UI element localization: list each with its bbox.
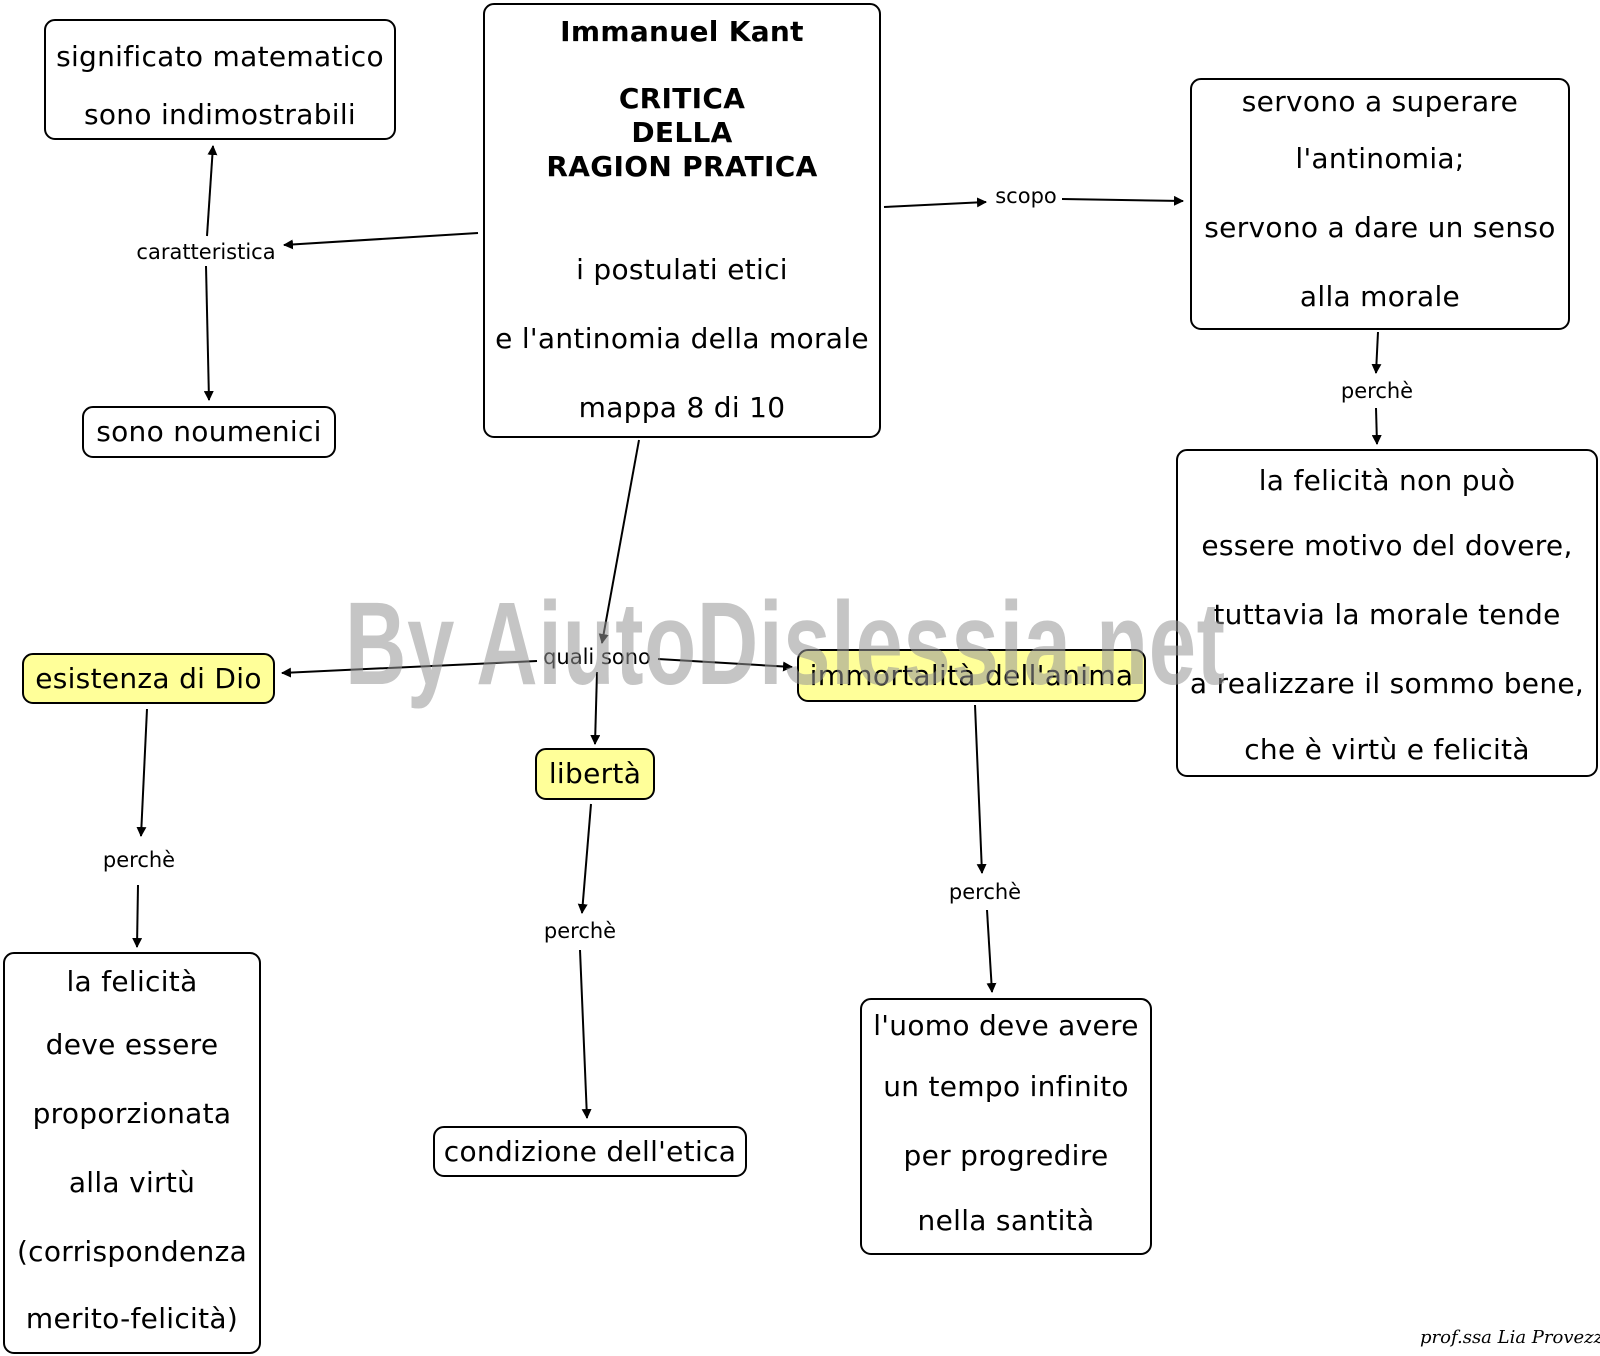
happiness-line-4: a realizzare il sommo bene, [1189,667,1585,700]
link-label-scopo: scopo [991,184,1061,208]
edge-center-scopo [883,197,987,208]
node-freedom: libertà [535,748,655,800]
god-reason-line-2: deve essere [45,1028,219,1061]
edge-scopo-purpose [1061,195,1184,206]
edge-perche-immortalityreason [986,909,997,993]
god-reason-line-4: alla virtù [68,1166,196,1199]
purpose-line-3: servono a dare un senso [1204,211,1556,244]
center-title: Immanuel Kant [560,15,804,48]
god-reason-line-1: la felicità [66,965,198,998]
edge-qualisono-freedom [590,671,601,745]
edge-perche-freedomreason [579,949,592,1119]
purpose-line-4: alla morale [1299,280,1461,313]
god-reason-line-5: (corrispondenza [16,1235,248,1268]
happiness-line-2: essere motivo del dovere, [1201,529,1573,562]
immortality-reason-line-4: nella santità [917,1204,1095,1237]
center-subtitle-1: CRITICA [618,82,746,115]
node-god-reason: la felicità deve essere proporzionata al… [3,952,261,1354]
immortality-reason-line-2: un tempo infinito [883,1070,1129,1103]
freedom-reason-line: condizione dell'etica [443,1135,737,1168]
edge-center-qualisono [598,439,640,644]
god-line: esistenza di Dio [35,662,262,695]
node-happiness-reason: la felicità non può essere motivo del do… [1176,449,1598,777]
node-noumenal: sono noumenici [82,406,336,458]
center-subtitle-3: RAGION PRATICA [546,150,818,183]
freedom-line: libertà [548,757,642,790]
happiness-line-3: tuttavia la morale tende [1213,598,1561,631]
link-label-caratteristica: caratteristica [132,240,280,264]
link-label-perche-immortality: perchè [944,880,1026,904]
center-body-1: i postulati etici [576,253,788,286]
edge-qualisono-immortality [657,658,793,672]
happiness-line-1: la felicità non può [1258,464,1516,497]
noumenal-line: sono noumenici [96,415,322,448]
center-body-3: mappa 8 di 10 [578,391,786,424]
center-body-2: e l'antinomia della morale [495,322,869,355]
math-line-1: significato matematico [56,40,384,73]
link-label-quali-sono: quali sono [539,645,655,669]
node-immortality: immortalità dell'anima [797,649,1146,702]
link-label-perche-freedom: perchè [539,919,621,943]
node-center: Immanuel Kant CRITICA DELLA RAGION PRATI… [483,3,881,438]
edge-center-caratteristica [283,232,479,250]
purpose-line-1: servono a superare [1241,85,1519,118]
node-freedom-reason: condizione dell'etica [433,1126,747,1177]
purpose-line-2: l'antinomia; [1295,142,1465,175]
edge-god-perche [136,708,148,837]
happiness-line-5: che è virtù e felicità [1244,733,1530,766]
author-signature: prof.ssa Lia Provezza [1420,1327,1600,1348]
immortality-line: immortalità dell'anima [809,659,1134,692]
node-purpose: servono a superare l'antinomia; servono … [1190,78,1570,330]
edge-perche-happiness [1371,407,1382,445]
math-line-2: sono indimostrabili [83,98,357,131]
link-label-perche-god: perchè [98,848,180,872]
immortality-reason-line-1: l'uomo deve avere [873,1009,1139,1042]
edge-freedom-perche [577,803,592,914]
edge-purpose-perche [1371,331,1382,374]
edge-caratteristica-math [206,145,218,237]
center-subtitle-2: DELLA [631,116,733,149]
node-math-significance: significato matematico sono indimostrabi… [44,19,396,140]
edge-perche-godreason [132,884,143,948]
edge-caratteristica-noumenal [203,265,214,401]
immortality-reason-line-3: per progredire [903,1139,1109,1172]
edge-immortality-perche [974,704,987,874]
node-immortality-reason: l'uomo deve avere un tempo infinito per … [860,998,1152,1255]
edge-qualisono-god [281,660,538,678]
node-god: esistenza di Dio [22,653,275,704]
god-reason-line-6: merito-felicità) [25,1302,239,1335]
god-reason-line-3: proporzionata [32,1097,232,1130]
link-label-perche-purpose: perchè [1336,379,1418,403]
